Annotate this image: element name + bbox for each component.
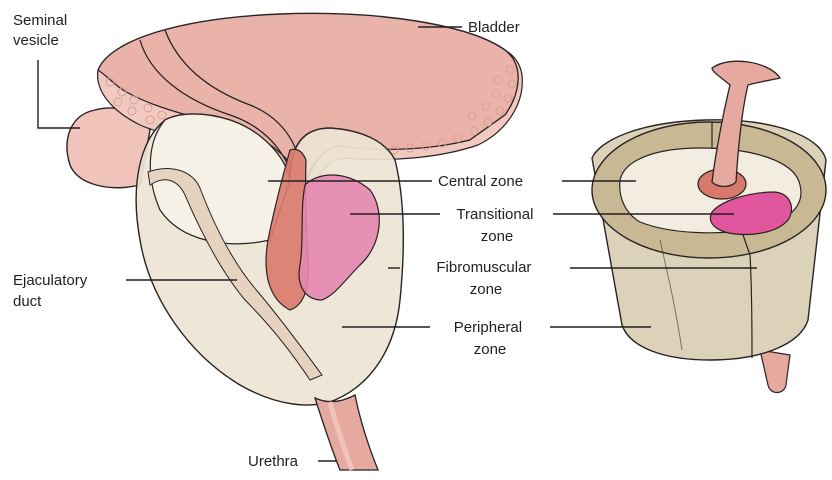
label-ejaculatory-duct: Ejaculatory duct	[13, 272, 91, 310]
label-seminal-vesicle: Seminal vesicle	[13, 12, 71, 49]
label-fibromuscular-zone: Fibromuscular zone	[436, 259, 535, 298]
label-bladder: Bladder	[468, 19, 520, 36]
cross-section-prostate-illustration	[592, 61, 826, 392]
label-transitional-zone: Transitional zone	[456, 206, 537, 245]
section-urethra-bottom	[760, 350, 790, 393]
label-urethra: Urethra	[248, 453, 299, 470]
label-central-zone: Central zone	[438, 173, 523, 190]
label-peripheral-zone: Peripheral zone	[454, 319, 527, 358]
leader-seminal-vesicle	[38, 60, 80, 128]
sagittal-prostate-illustration	[67, 13, 522, 470]
